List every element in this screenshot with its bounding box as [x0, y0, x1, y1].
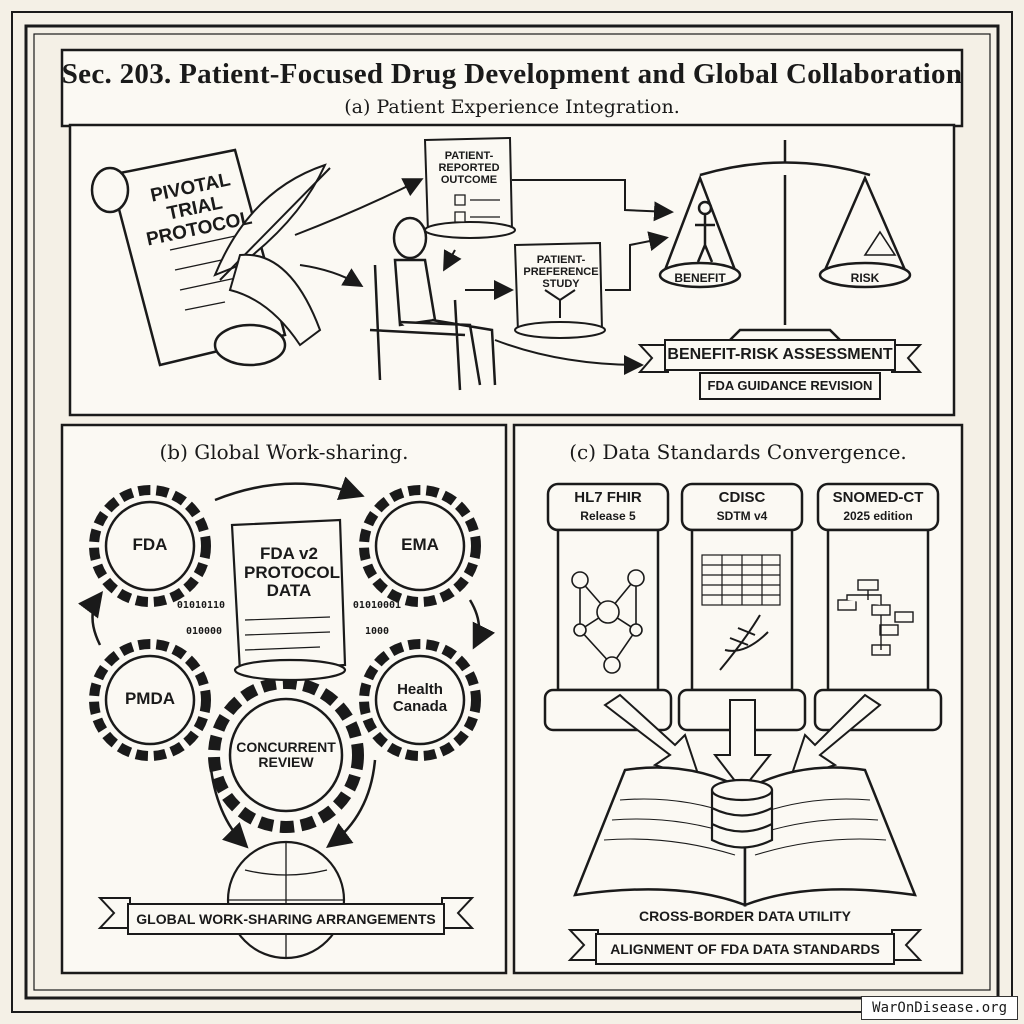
arrow-review-globe-right	[326, 759, 377, 849]
arrow-protocol-patient	[299, 264, 364, 288]
section-c-heading: (c) Data Standards Convergence.	[569, 440, 907, 464]
patient-figure	[369, 216, 497, 391]
database-icon	[710, 778, 774, 849]
binary-stream-right-2: 1000	[364, 626, 390, 637]
pro-document	[423, 136, 516, 239]
cross-border-caption: CROSS-BORDER DATA UTILITY	[638, 908, 852, 924]
footer-watermark: WarOnDisease.org	[861, 996, 1018, 1020]
binary-stream-left-1: 01010110	[176, 600, 226, 611]
arrow-fda-ema	[214, 476, 365, 502]
globe-icon	[226, 840, 346, 960]
balance-scale	[658, 140, 912, 347]
binary-stream-right-1: 01010001	[352, 600, 402, 611]
arrow-pmda-fda	[78, 590, 103, 646]
protocol-data-label: FDA v2 PROTOCOL DATA	[244, 544, 341, 601]
section-a-heading: (a) Patient Experience Integration.	[344, 96, 680, 118]
arrow-review-globe-left	[208, 759, 249, 849]
risk-label: RISK	[850, 271, 880, 285]
concurrent-review-label: CONCURRENT REVIEW	[236, 739, 336, 771]
arrow-pro-patient	[443, 249, 462, 272]
guidance-revision-label: FDA GUIDANCE REVISION	[707, 378, 873, 393]
preference-label: PATIENT-PREFERENCE STUDY	[523, 254, 599, 291]
arrow-snomed-book	[788, 693, 882, 782]
arrow-patient-assessment	[494, 339, 644, 375]
arrow-protocol-pro	[294, 178, 424, 236]
arrow-pro-benefit	[512, 179, 674, 222]
pro-label: PATIENT-REPORTED OUTCOME	[438, 150, 500, 187]
pillar-cdisc-detail: SDTM v4	[716, 509, 768, 523]
open-book-icon	[573, 766, 917, 907]
page-title: Sec. 203. Patient-Focused Drug Developme…	[61, 58, 963, 90]
pillar-snomed-detail: 2025 edition	[843, 509, 913, 523]
protocol-data-document	[230, 518, 347, 682]
gear-pmda: PMDA	[124, 689, 176, 708]
benefit-risk-ribbon	[637, 339, 923, 400]
pillar-hl7-name: HL7 FHIR	[574, 489, 642, 506]
title-box	[60, 48, 964, 128]
global-ribbon	[97, 897, 475, 935]
arrow-preference-benefit	[605, 231, 669, 291]
preference-document	[513, 241, 606, 339]
arrow-ema-canada	[468, 599, 496, 650]
gear-ema: EMA	[401, 535, 439, 554]
outer-frame	[24, 24, 1000, 1000]
arrow-fhir-book	[603, 693, 702, 782]
arrow-cdisc-book	[712, 699, 773, 792]
pillar-snomed-name: SNOMED-CT	[832, 489, 924, 506]
benefit-risk-banner: BENEFIT-RISK ASSESSMENT	[667, 346, 893, 363]
hierarchy-icon	[837, 579, 914, 656]
gear-health-canada: Health Canada	[392, 681, 448, 715]
quill-icon	[213, 163, 331, 347]
network-icon	[571, 569, 645, 674]
global-work-sharing-banner: GLOBAL WORK-SHARING ARRANGEMENTS	[136, 911, 436, 927]
alignment-banner: ALIGNMENT OF FDA DATA STANDARDS	[610, 941, 880, 957]
standards-ribbon	[567, 929, 923, 965]
benefit-label: BENEFIT	[674, 271, 726, 285]
data-table-icon	[701, 554, 781, 606]
section-b-heading: (b) Global Work-sharing.	[159, 440, 409, 464]
binary-stream-left-2: 010000	[185, 626, 223, 637]
gear-fda: FDA	[132, 535, 168, 554]
protocol-scroll	[90, 148, 287, 367]
pillar-hl7-detail: Release 5	[580, 509, 636, 523]
pillar-cdisc-name: CDISC	[718, 489, 766, 506]
dna-icon	[719, 614, 769, 671]
gears	[89, 485, 481, 833]
